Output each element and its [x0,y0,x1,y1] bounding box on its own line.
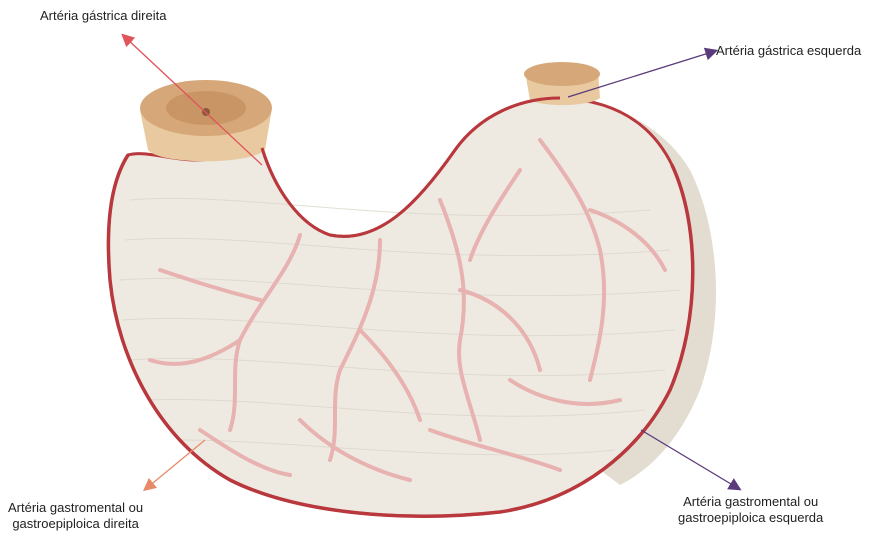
label-line-1: Artéria gastromental ou [8,500,143,516]
label-line-2: gastroepiploica direita [8,516,143,532]
esophagus-stump [140,80,272,161]
label-line-1: Artéria gastromental ou [678,494,823,510]
label-arteria-gastromental-esquerda: Artéria gastromental ou gastroepiploica … [678,494,823,526]
label-line-2: gastroepiploica esquerda [678,510,823,526]
arrow-gastromental-direita [148,440,205,487]
label-arteria-gastrica-esquerda: Artéria gástrica esquerda [716,43,861,59]
label-arteria-gastromental-direita: Artéria gastromental ou gastroepiploica … [8,500,143,532]
label-arteria-gastrica-direita: Artéria gástrica direita [40,8,166,24]
